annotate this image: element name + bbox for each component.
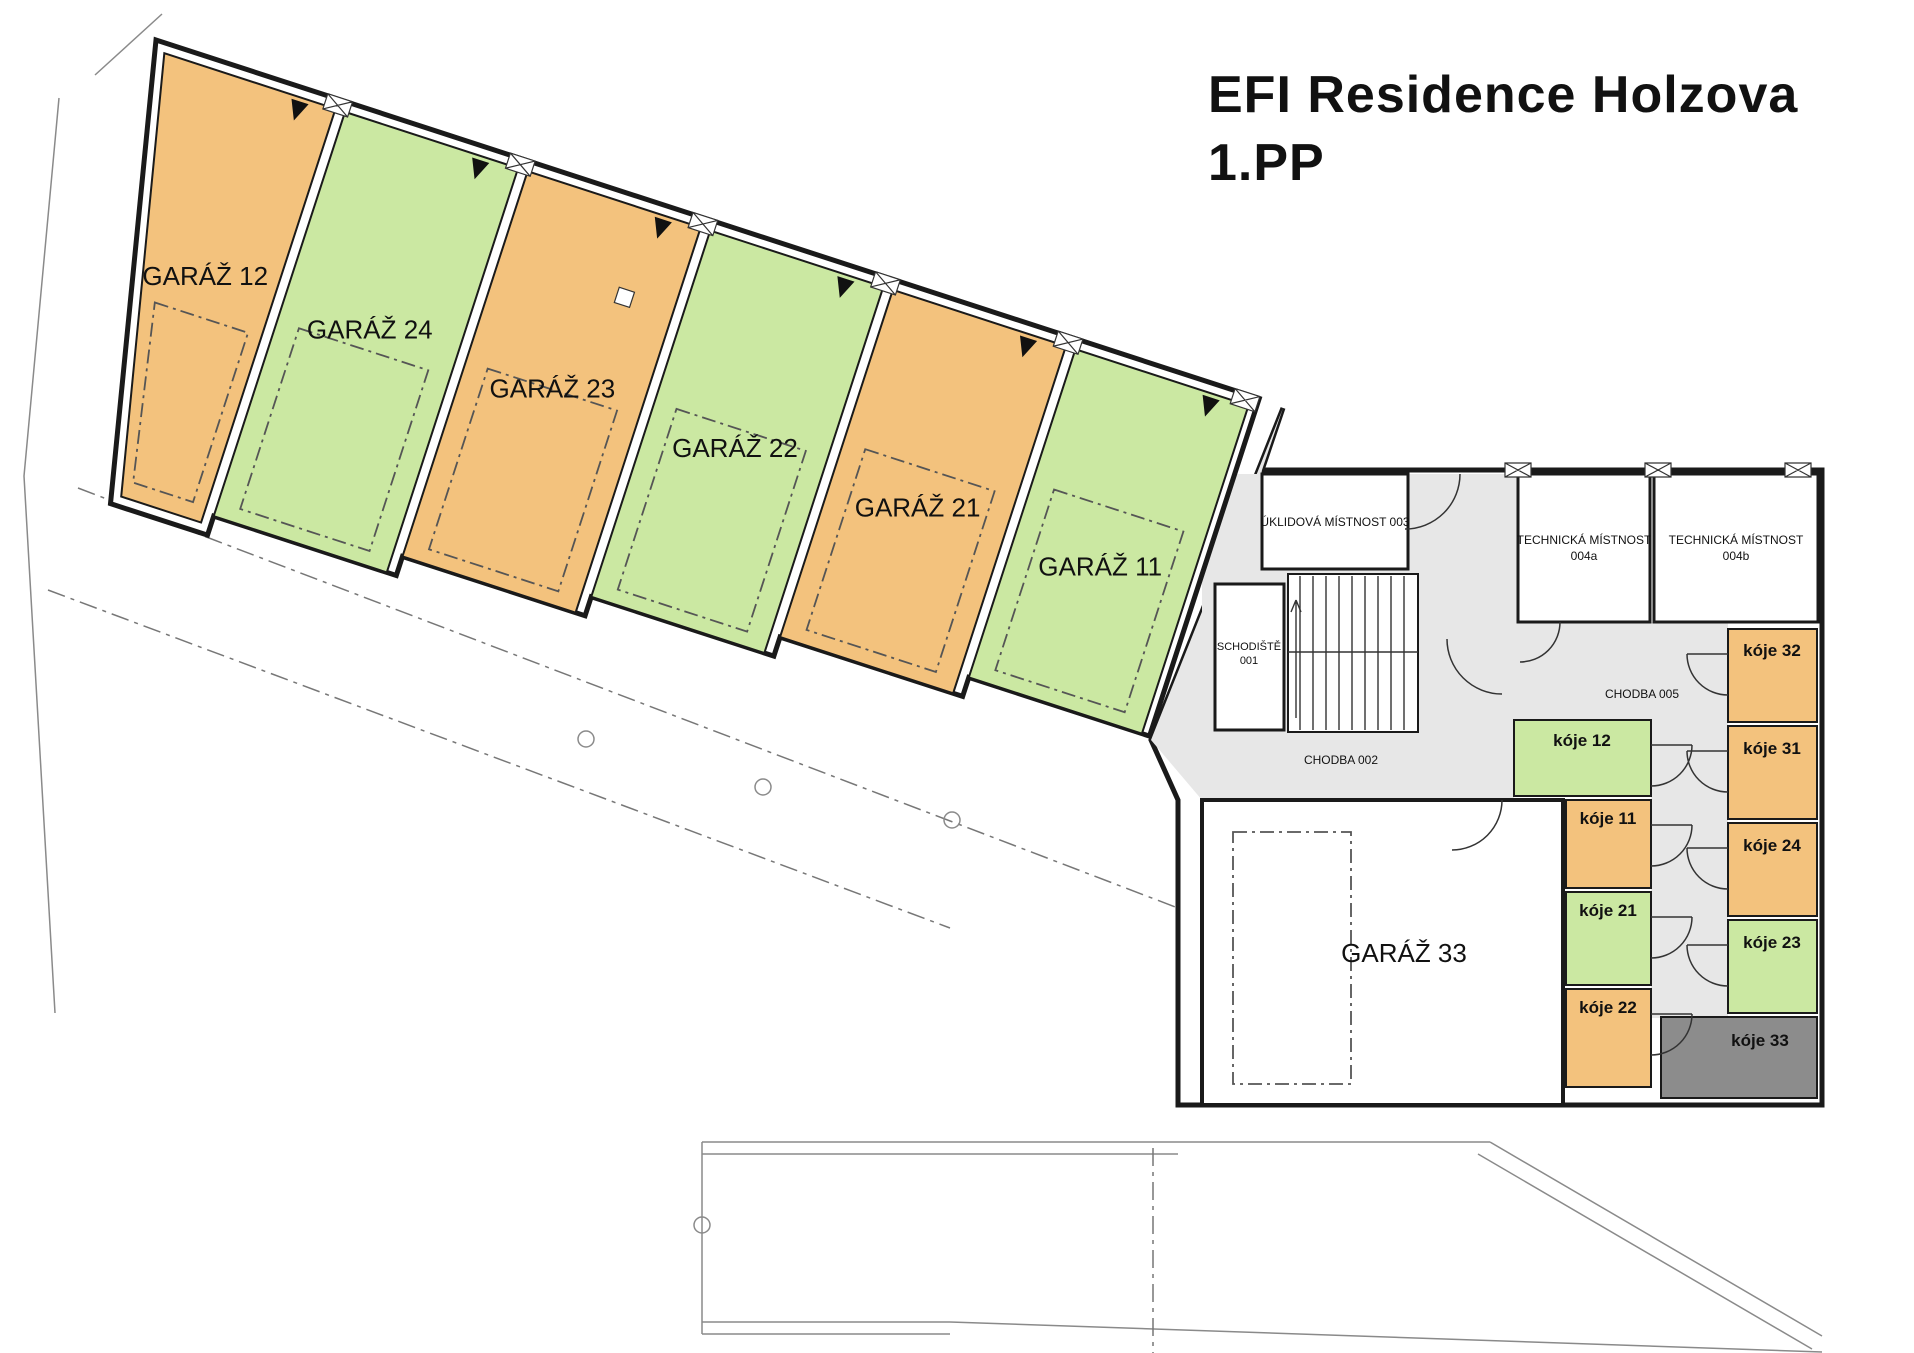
garage-21-label: GARÁŽ 21: [855, 492, 981, 522]
column-symbol: [613, 286, 636, 309]
room-technicka-004b: [1652, 472, 1820, 624]
room-schodiste-label-line1: SCHODIŠTĚ: [1217, 640, 1281, 653]
plan-title: EFI Residence Holzova: [1208, 66, 1798, 124]
koje-22-label: kóje 22: [1579, 998, 1637, 1017]
garage-22-label: GARÁŽ 22: [672, 433, 798, 463]
room-uklidova-003: [1260, 472, 1410, 571]
koje-12-label: kóje 12: [1553, 731, 1611, 750]
room-technicka-a-label-line1: TECHNICKÁ MÍSTNOST: [1517, 532, 1652, 547]
manhole-circle: [693, 1216, 711, 1234]
garage-23-label: GARÁŽ 23: [490, 374, 616, 404]
site-lines: [23, 13, 1823, 1353]
koje-21-label: kóje 21: [1579, 901, 1637, 920]
koje-31-label: kóje 31: [1743, 739, 1801, 758]
garage-22[interactable]: [589, 229, 885, 655]
koje-23[interactable]: [1727, 919, 1818, 1014]
garage-33-parking-outline: [1232, 831, 1352, 1085]
koje-23-label: kóje 23: [1743, 933, 1801, 952]
garage-21[interactable]: [778, 288, 1068, 695]
garage-24[interactable]: [212, 110, 520, 574]
site-boundary-line: [23, 97, 60, 1014]
corridor-005-floor-top: [1514, 622, 1728, 722]
room-uklidova-label: ÚKLIDOVÁ MÍSTNOST 003: [1260, 514, 1409, 529]
corridor-002-label: CHODBA 002: [1304, 753, 1378, 767]
room-technicka-a-label-line2: 004a: [1571, 549, 1598, 563]
corridor-junction-floor: [1408, 474, 1518, 624]
koje-24[interactable]: [1727, 822, 1818, 917]
road-lines: [701, 1141, 1823, 1353]
room-technicka-b-label-line2: 004b: [1723, 549, 1750, 563]
parking-bay-outline: [427, 367, 619, 593]
door-arcs: [1404, 473, 1729, 1056]
stair-direction-arrow: [1290, 599, 1302, 718]
corridor-005-label: CHODBA 005: [1605, 687, 1679, 701]
garage-11-label: GARÁŽ 11: [1038, 552, 1162, 582]
site-boundary-tick: [94, 13, 163, 76]
room-schodiste-label-line2: 001: [1240, 655, 1258, 667]
garage-24-label: GARÁŽ 24: [307, 314, 433, 344]
parking-bay-outline: [994, 488, 1185, 714]
garage-33[interactable]: [1200, 798, 1565, 1107]
parking-bay-outline: [239, 327, 430, 553]
garage-band: GARÁŽ 12 GARÁŽ 24 GARÁŽ 23 GARÁŽ 22 GARÁ…: [30, 36, 1263, 740]
garage-12[interactable]: [30, 51, 337, 524]
manhole-circle: [943, 811, 961, 829]
garage-11[interactable]: [967, 347, 1250, 735]
koje-33[interactable]: [1660, 1016, 1818, 1099]
corridor-005-floor-vertical: [1651, 718, 1728, 1018]
koje-32-label: kóje 32: [1743, 641, 1801, 660]
koje-32[interactable]: [1727, 628, 1818, 723]
koje-21[interactable]: [1565, 891, 1652, 986]
garage-12-label: GARÁŽ 12: [142, 261, 268, 291]
room-schodiste-001: [1213, 582, 1286, 732]
manhole-circle: [577, 730, 595, 748]
room-technicka-b-label-line1: TECHNICKÁ MÍSTNOST: [1669, 532, 1804, 547]
dash-guideline-lower: [47, 589, 951, 929]
koje-31[interactable]: [1727, 725, 1818, 820]
wall-anchor-symbols: [1504, 462, 1812, 478]
stairs-area: [1287, 573, 1419, 733]
manhole-circle: [754, 778, 772, 796]
garage-33-label: GARÁŽ 33: [1341, 938, 1467, 968]
koje-24-label: kóje 24: [1743, 836, 1801, 855]
koje-22[interactable]: [1565, 988, 1652, 1088]
parking-bay-outline: [132, 301, 250, 504]
parking-bay-outline: [616, 407, 807, 633]
plan-subtitle: 1.PP: [1208, 134, 1325, 192]
dash-guideline-upper: [77, 487, 1179, 909]
band-wall-symbols: [322, 92, 1261, 413]
garage-23[interactable]: [401, 170, 702, 614]
koje-12[interactable]: [1513, 719, 1652, 797]
room-technicka-004a: [1516, 472, 1652, 624]
koje-11-label: kóje 11: [1580, 809, 1637, 828]
stair-treads: [1288, 576, 1418, 730]
koje-33-label: kóje 33: [1731, 1031, 1789, 1050]
koje-11[interactable]: [1565, 799, 1652, 889]
parking-bay-outline: [805, 448, 996, 674]
